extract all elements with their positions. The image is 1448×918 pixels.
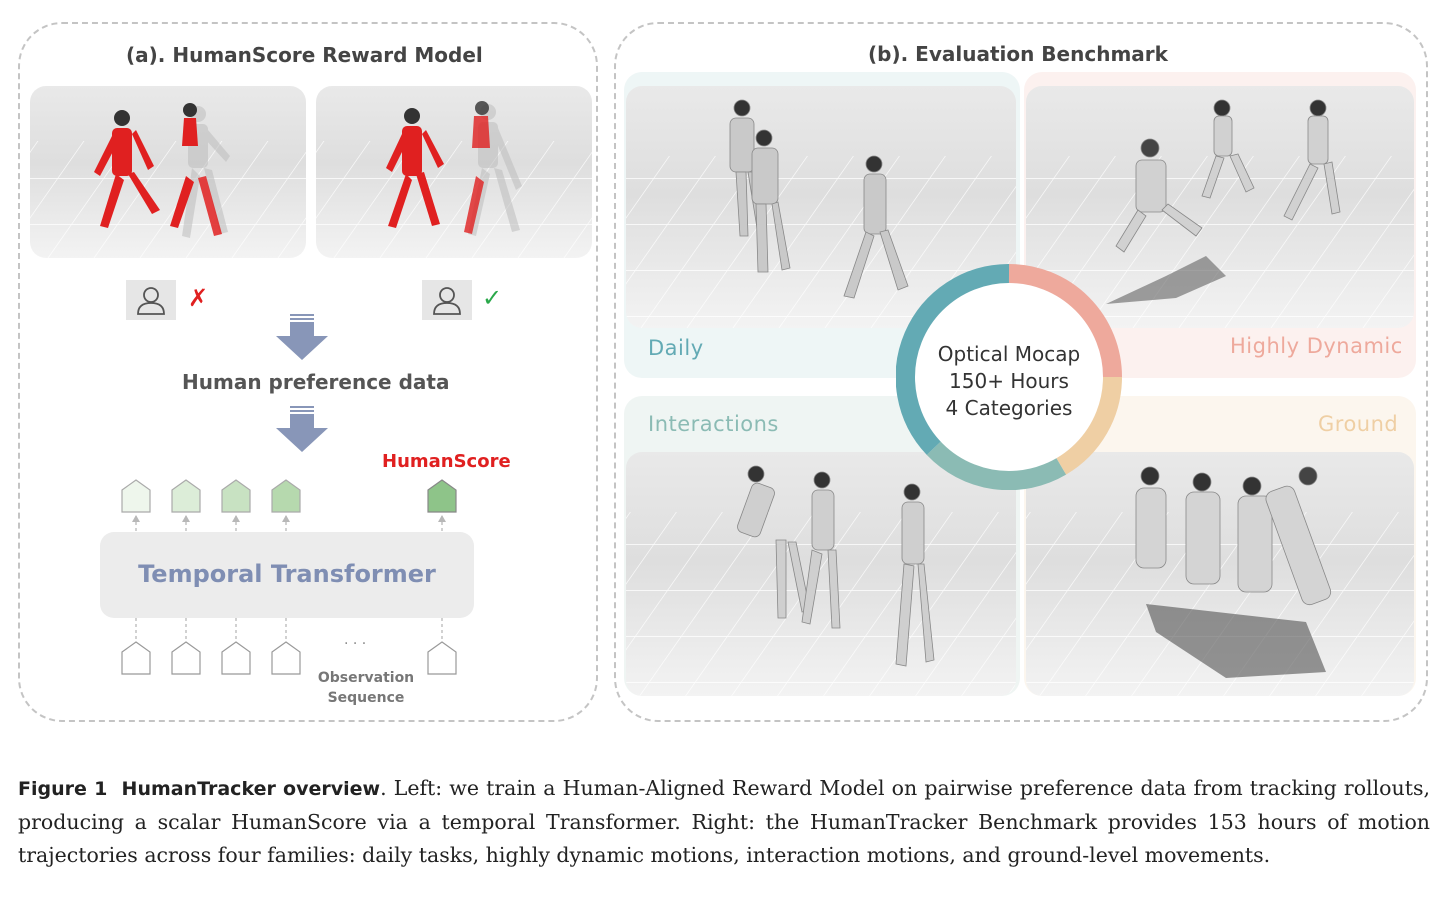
accepted-check-icon: ✓ [482,284,503,312]
panel-a-title: (a). HumanScore Reward Model [126,43,483,67]
caption-text: . Left: we train a Human-Aligned Reward … [18,776,1430,867]
figure-caption: Figure 1 HumanTracker overview. Left: we… [18,772,1430,872]
figure-label: Figure 1 [18,778,108,800]
input-token [271,641,301,675]
output-token [121,479,151,513]
sequence-ellipsis: · · · [344,636,367,652]
category-label-ground: Ground [1318,412,1399,436]
reward-model-panel: (a). HumanScore Reward Model [18,22,598,722]
rejected-cross-icon: ✗ [188,284,209,312]
red-humanoid-figure [464,101,490,234]
score-token [427,479,457,513]
ring-segment-interactions [926,440,1067,490]
input-token [121,641,151,675]
red-humanoid-figure [386,108,444,228]
temporal-transformer-block [100,532,474,618]
ring-segment-ground [1055,376,1122,475]
input-token [171,641,201,675]
category-ring-chart [896,264,1122,490]
temporal-transformer-label: Temporal Transformer [138,560,436,588]
output-token [221,479,251,513]
output-token [271,479,301,513]
panel-b-title: (b). Evaluation Benchmark [868,42,1168,66]
interactions-scene-image [626,452,1016,696]
observation-sequence-label-2: Sequence [327,690,405,706]
ground-scene-image [1026,452,1414,696]
ring-center-line-2: 150+ Hours [949,369,1069,393]
user-icon [433,287,461,315]
red-humanoid-figure [170,103,222,236]
ring-segment-daily [896,264,1010,455]
category-label-interactions: Interactions [648,412,779,436]
output-token [171,479,201,513]
red-humanoid-figure [94,110,160,228]
input-token [221,641,251,675]
benchmark-panel: (b). Evaluation Benchmark [614,22,1428,722]
category-label-daily: Daily [648,336,704,360]
preference-data-label: Human preference data [182,370,450,394]
user-icon [137,287,165,315]
observation-sequence-label-1: Observation [317,670,415,686]
down-arrow-icon [276,314,328,360]
humanscore-label: HumanScore [382,451,511,472]
rejected-rollout-image [30,86,306,258]
input-token [427,641,457,675]
token-connectors [132,515,446,644]
ring-center-line-3: 4 Categories [945,396,1073,420]
annotator-avatar [422,280,472,320]
category-label-highly-dynamic: Highly Dynamic [1230,334,1403,358]
ring-segment-highly-dynamic [1008,264,1122,378]
figure-title: HumanTracker overview [121,778,381,800]
ring-center-line-1: Optical Mocap [937,342,1081,366]
annotator-avatar [126,280,176,320]
down-arrow-icon [276,406,328,452]
accepted-rollout-image [316,86,592,258]
